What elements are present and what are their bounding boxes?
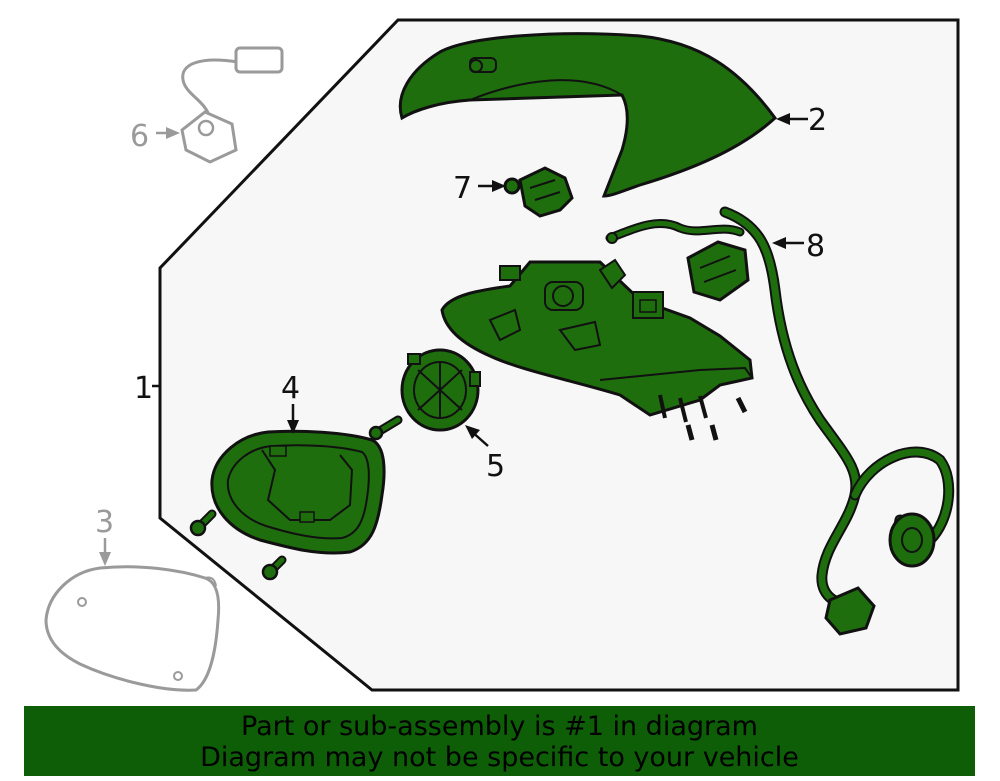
callout-2: 2	[808, 103, 827, 138]
callout-8: 8	[806, 229, 825, 264]
callout-3: 3	[95, 505, 114, 540]
arrow-icon	[492, 180, 506, 192]
callout-5: 5	[486, 449, 505, 484]
info-banner: Part or sub-assembly is #1 in diagram Di…	[24, 706, 975, 776]
part-2-mirror-cover[interactable]	[398, 32, 778, 198]
arrow-icon	[287, 420, 299, 434]
callout-7: 7	[453, 171, 472, 206]
callout-1: 1	[134, 371, 153, 406]
arrow-icon	[99, 552, 111, 566]
callout-6: 6	[130, 119, 149, 154]
leader-lines	[99, 113, 808, 566]
part-5-motor-disc[interactable]	[400, 348, 481, 432]
part-8-wiring-harness[interactable]	[605, 206, 955, 636]
banner-line-1: Part or sub-assembly is #1 in diagram	[241, 711, 758, 742]
part-4-mirror-frame[interactable]	[210, 429, 386, 555]
mirror-base-housing[interactable]	[440, 258, 754, 441]
part-7-actuator[interactable]	[503, 166, 574, 218]
screw-bottom	[261, 555, 287, 581]
callout-4: 4	[281, 371, 300, 406]
screw-left	[189, 509, 217, 537]
screw	[368, 415, 403, 441]
arrow-icon	[166, 127, 180, 139]
arrow-icon	[772, 237, 786, 249]
part-3-mirror-glass[interactable]	[44, 565, 221, 692]
arrow-icon	[465, 425, 480, 439]
part-6-sensor[interactable]	[180, 46, 284, 164]
parts-diagram: 1 2 3 4 5 6 7 8	[44, 18, 960, 692]
arrow-icon	[776, 113, 790, 125]
banner-line-2: Diagram may not be specific to your vehi…	[200, 742, 799, 773]
